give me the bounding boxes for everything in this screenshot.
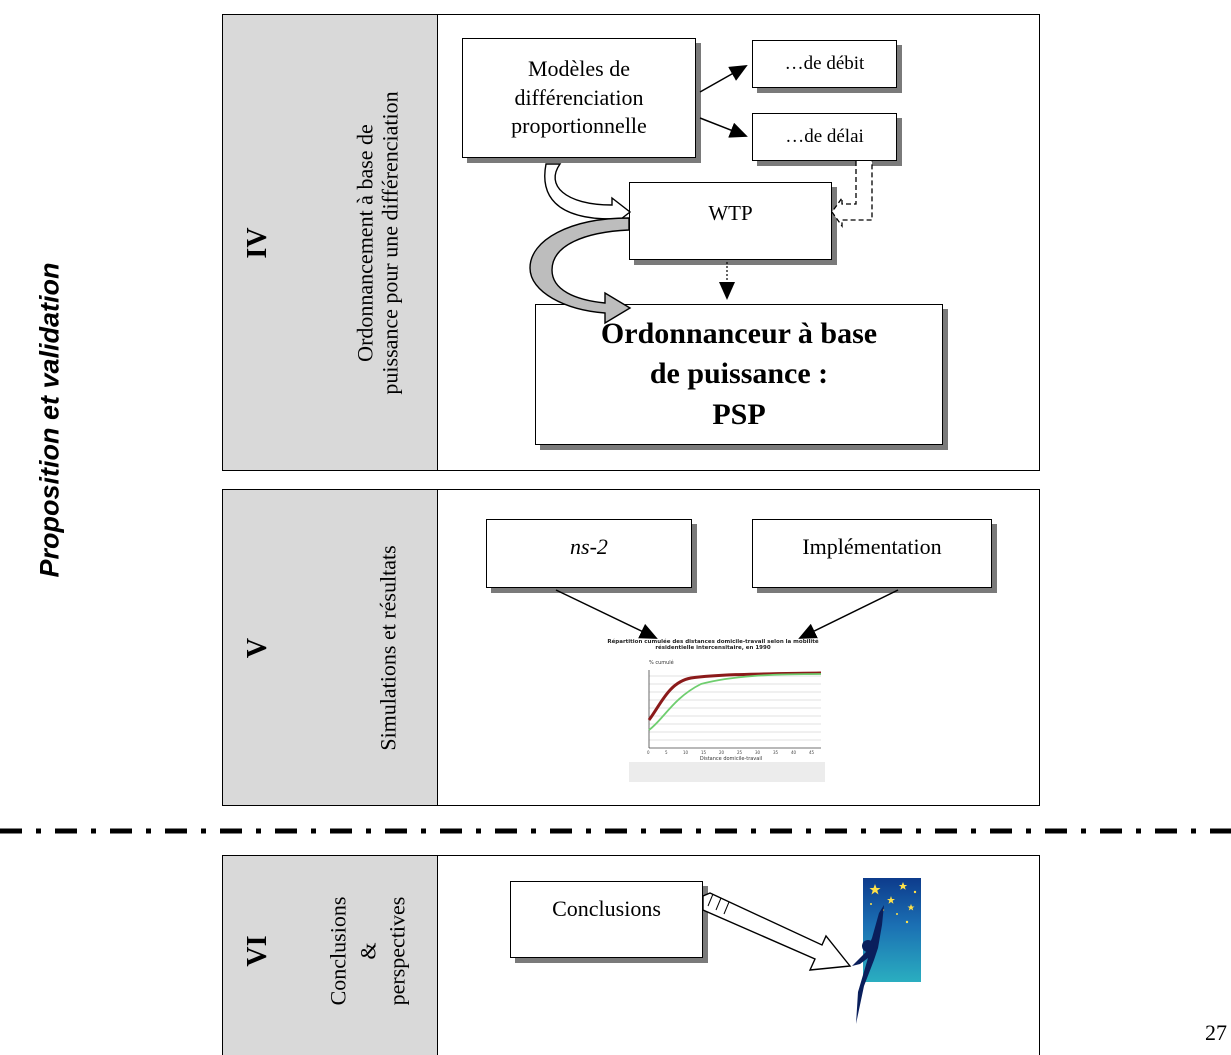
svg-text:45: 45 (809, 750, 815, 755)
implementation-box: Implémentation (752, 519, 992, 588)
page-number: 27 (1205, 1020, 1227, 1045)
thumbnail-xlabel: Distance domicile-travail (699, 756, 763, 762)
results-thumbnail: Répartition cumulée des distances domici… (601, 638, 825, 784)
models-box: Modèles de différenciation proportionnel… (462, 38, 696, 158)
svg-text:10: 10 (683, 750, 689, 755)
svg-text:5: 5 (665, 750, 668, 755)
thumbnail-chart: 0 5 10 15 20 25 30 35 40 45 (629, 670, 825, 782)
section-vi-sidebar: VI Conclusions & perspectives (223, 856, 438, 1055)
thumbnail-title: Répartition cumulée des distances domici… (607, 639, 819, 652)
stars-clipart-icon (863, 878, 921, 982)
section-v-number: V (242, 637, 273, 658)
debit-box: …de débit (752, 40, 897, 88)
section-v-title: Simulations et résultats (375, 544, 401, 751)
svg-text:0: 0 (647, 750, 650, 755)
section-iv-number: IV (242, 226, 273, 259)
conclusions-box: Conclusions (510, 881, 703, 958)
svg-text:30: 30 (755, 750, 761, 755)
section-v-sidebar: V Simulations et résultats (223, 490, 438, 805)
psp-box: Ordonnanceur à base de puissance : PSP (535, 304, 943, 445)
section-vi-title: Conclusions & perspectives (325, 896, 410, 1006)
svg-text:35: 35 (773, 750, 779, 755)
section-vi-number: VI (242, 935, 273, 967)
svg-text:25: 25 (737, 750, 743, 755)
delai-box: …de délai (752, 113, 897, 161)
ns2-box: ns-2 (486, 519, 692, 588)
section-iv-title: Ordonnancement à base de puissance pour … (352, 90, 403, 395)
left-title: Proposition et validation (34, 262, 65, 578)
section-iv-sidebar: IV Ordonnancement à base de puissance po… (223, 15, 438, 470)
thumbnail-ylabel: % cumulé (649, 660, 674, 666)
svg-text:40: 40 (791, 750, 797, 755)
wtp-box: WTP (629, 182, 832, 260)
svg-text:20: 20 (719, 750, 725, 755)
svg-text:15: 15 (701, 750, 707, 755)
